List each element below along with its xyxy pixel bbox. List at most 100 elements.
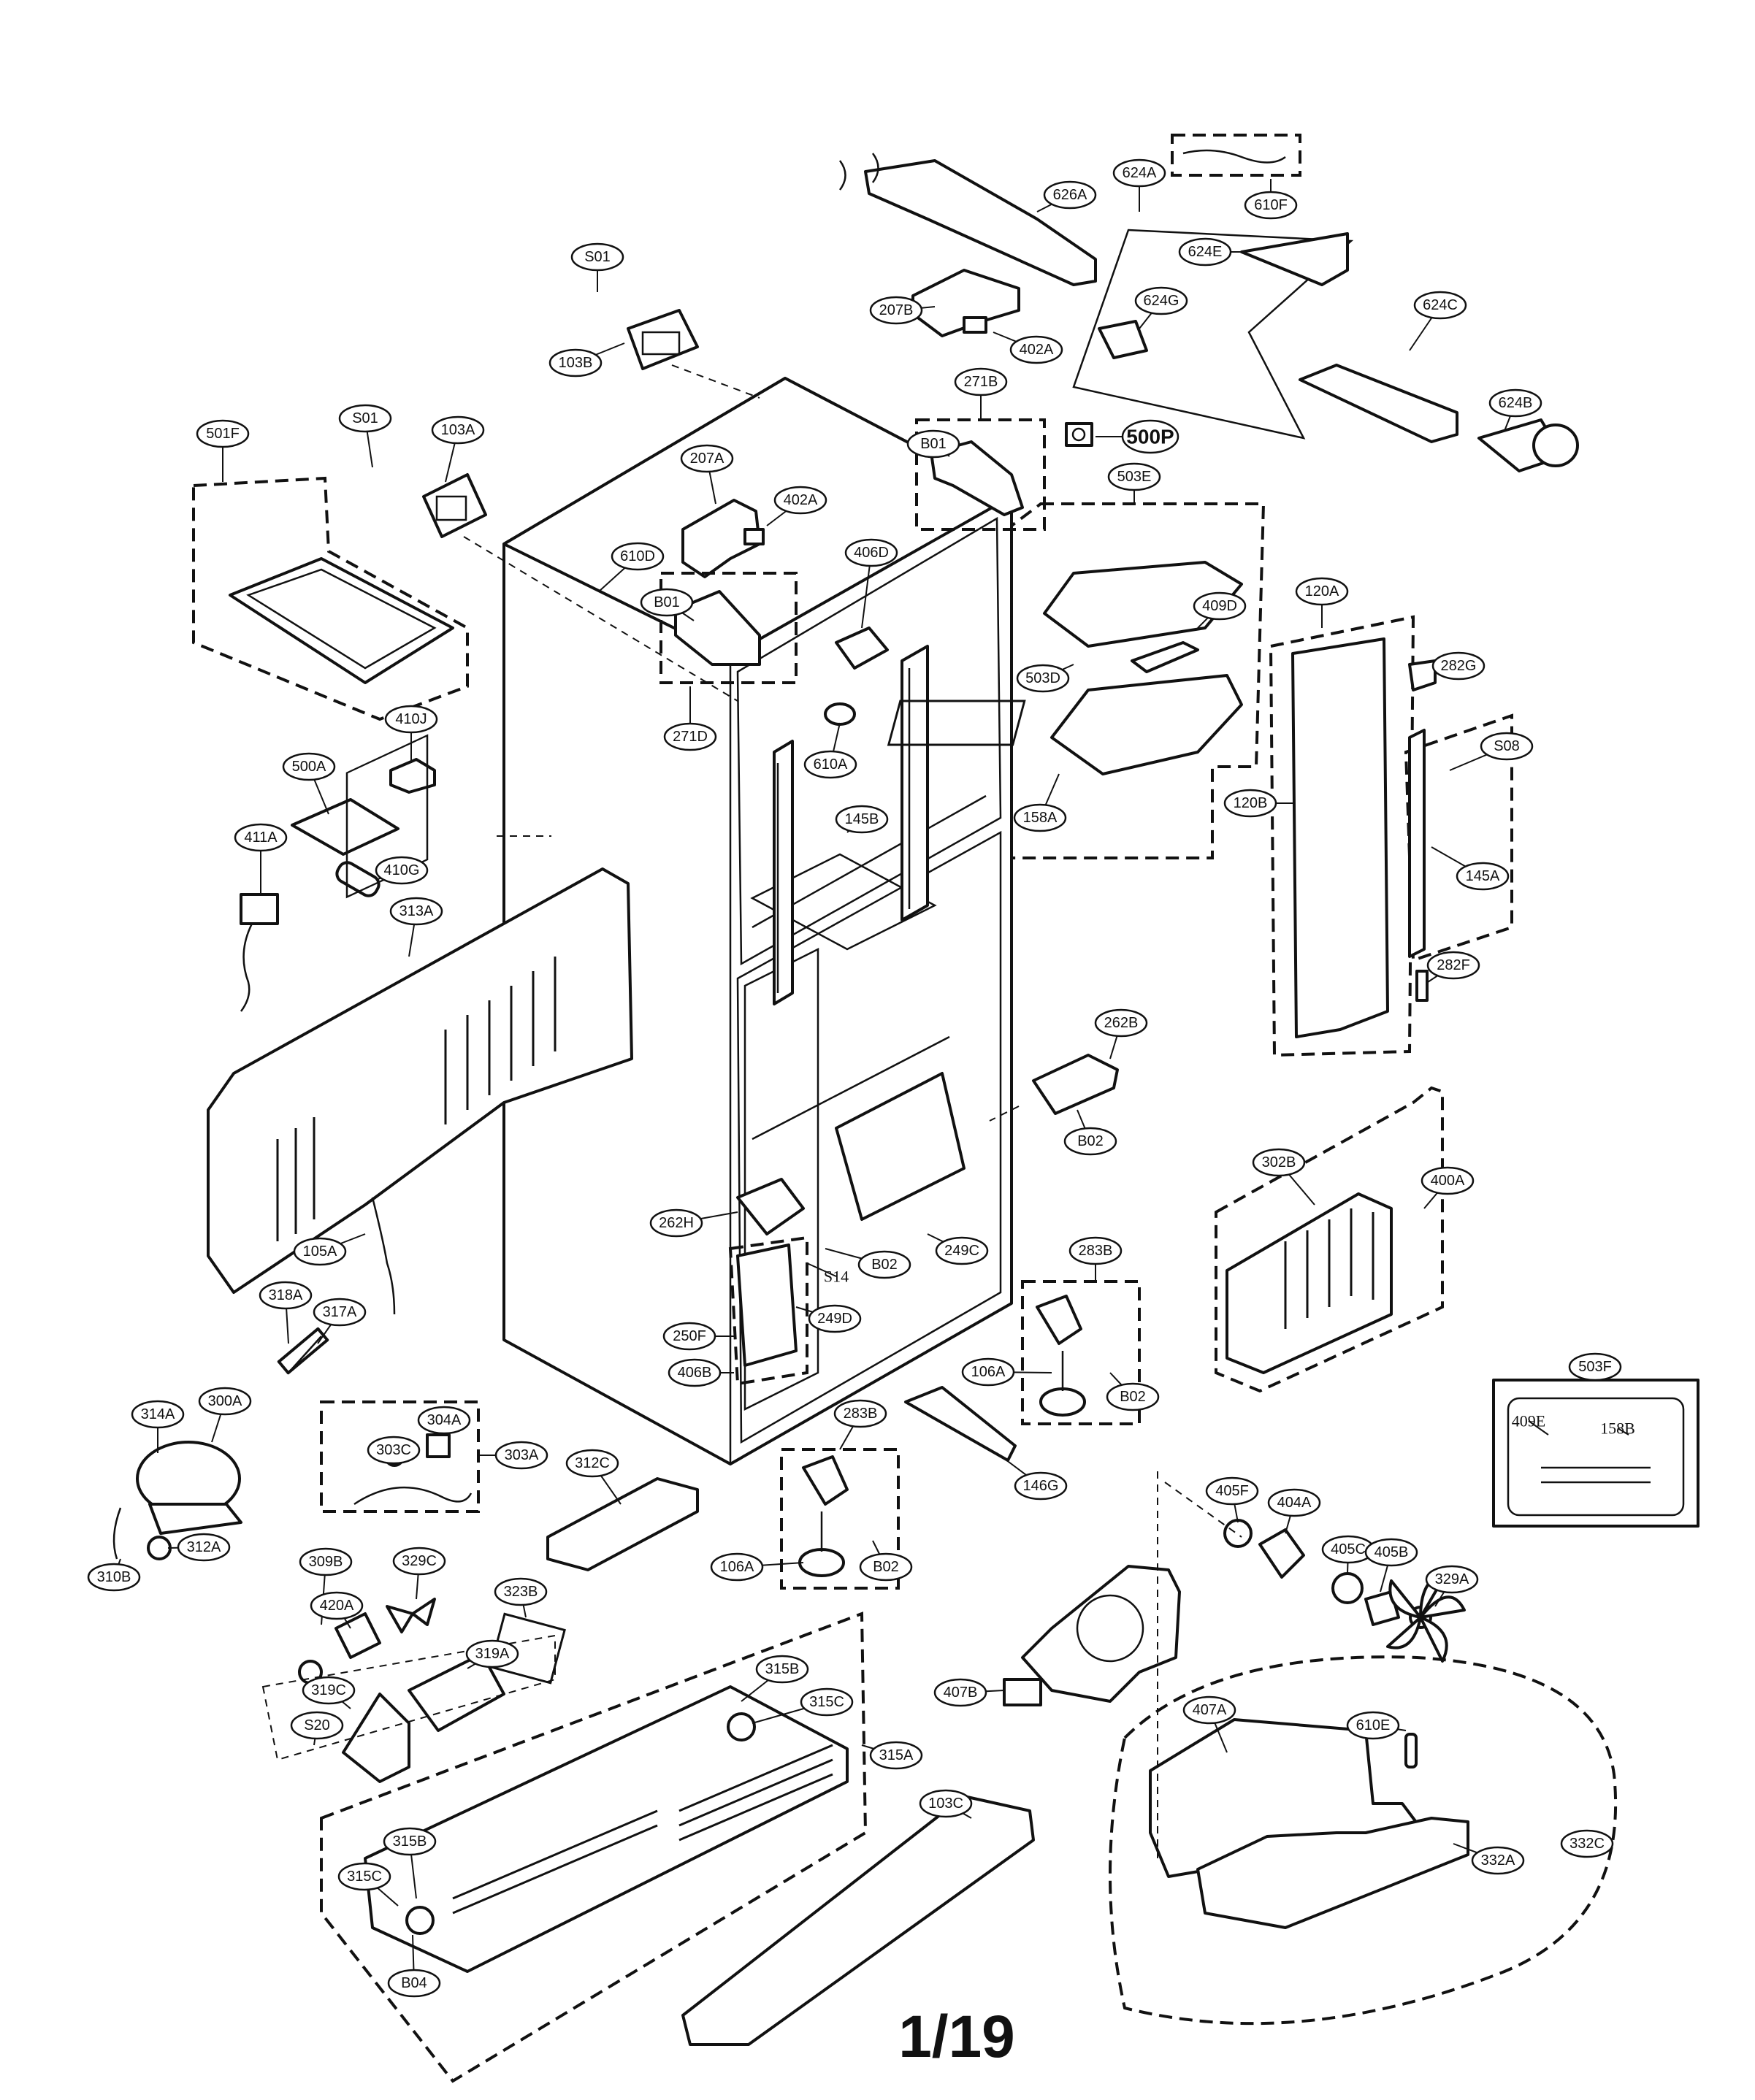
label-oval <box>680 444 734 473</box>
light-cover-501f <box>192 476 469 721</box>
label-text: 500P <box>1126 426 1174 448</box>
label-oval <box>755 1655 809 1684</box>
callout-626a: 626A <box>1036 180 1097 212</box>
callout-319a: 319A <box>465 1639 519 1669</box>
label-text: 145A <box>1466 868 1500 884</box>
label-text: 309B <box>309 1554 343 1570</box>
label-oval <box>417 1406 471 1435</box>
label-oval <box>710 1552 764 1582</box>
label-text: 405F <box>1215 1483 1249 1499</box>
label-text: 318A <box>269 1287 303 1303</box>
label-oval <box>1009 335 1063 364</box>
callout-314a: 314A <box>131 1400 185 1453</box>
callout-b02: B02 <box>1063 1109 1117 1156</box>
callout-624g: 624G <box>1134 286 1188 329</box>
label-oval <box>302 1676 356 1705</box>
label-text: 624A <box>1123 165 1157 181</box>
label-oval <box>961 1357 1015 1387</box>
label-oval <box>375 856 429 885</box>
leader-line <box>1617 1428 1629 1436</box>
label-text: 283B <box>1079 1243 1113 1259</box>
callout-s01: S01 <box>570 242 624 292</box>
callout-503e: 503E <box>1107 462 1161 504</box>
callout-158b: 158B <box>1600 1419 1635 1438</box>
label-oval <box>919 1789 973 1818</box>
label-text: 624C <box>1423 297 1458 313</box>
label-oval <box>431 415 485 445</box>
label-text: 319A <box>475 1646 510 1662</box>
callout-b02: B02 <box>1106 1372 1160 1411</box>
callout-b04: B04 <box>387 1934 441 1998</box>
callout-103c: 103C <box>919 1789 973 1819</box>
label-text: 271D <box>673 729 708 745</box>
callout-271b: 271B <box>954 367 1008 420</box>
callout-b02: B02 <box>859 1540 913 1582</box>
callout-315b: 315B <box>383 1827 437 1899</box>
callout-410g: 410G <box>375 856 429 885</box>
label-oval <box>640 588 694 617</box>
label-text: 250F <box>673 1328 706 1344</box>
callout-329c: 329C <box>392 1547 446 1600</box>
label-oval <box>313 1298 367 1327</box>
label-oval <box>1431 651 1486 681</box>
label-text: B01 <box>654 594 680 610</box>
label-text: 409D <box>1202 598 1237 614</box>
label-oval <box>565 1449 619 1478</box>
label-oval <box>1421 1166 1475 1195</box>
label-text: B02 <box>1120 1389 1146 1405</box>
label-oval <box>844 538 898 567</box>
callout-610a: 610A <box>803 722 857 779</box>
label-text: 303A <box>505 1447 539 1463</box>
callout-207a: 207A <box>680 444 734 505</box>
label-oval <box>1471 1846 1525 1875</box>
label-oval <box>1488 388 1542 418</box>
cover-103a <box>422 473 487 538</box>
label-text: 610F <box>1254 197 1288 213</box>
label-text: 249C <box>944 1243 979 1259</box>
callout-b02: B02 <box>825 1248 911 1279</box>
label-oval <box>337 1862 391 1891</box>
label-text: 407B <box>944 1685 978 1701</box>
callout-407a: 407A <box>1182 1695 1236 1753</box>
leader-line <box>1528 1420 1549 1436</box>
label-text: S01 <box>352 410 378 426</box>
label-oval <box>387 1969 441 1998</box>
water-tube-626a <box>838 153 1097 286</box>
label-text: 312A <box>187 1539 221 1555</box>
label-text: 405C <box>1331 1541 1366 1557</box>
label-text: B04 <box>401 1975 427 1991</box>
label-oval <box>1094 1008 1148 1038</box>
callout-283b: 283B <box>833 1399 887 1450</box>
callout-409e: 409E <box>1512 1412 1549 1436</box>
label-oval <box>196 419 250 448</box>
callout-106a: 106A <box>961 1357 1052 1387</box>
dryer-318a <box>277 1327 329 1375</box>
label-oval <box>800 1687 854 1717</box>
callout-103a: 103A <box>431 415 485 483</box>
callout-332a: 332A <box>1453 1843 1525 1875</box>
callout-402a: 402A <box>993 332 1063 364</box>
filter-assy-624a <box>1072 134 1579 472</box>
label-oval <box>299 1547 353 1576</box>
callout-120b: 120B <box>1223 789 1293 818</box>
label-oval <box>668 1358 722 1387</box>
label-oval <box>935 1236 989 1265</box>
label-oval <box>1134 286 1188 315</box>
label-oval <box>1121 419 1179 454</box>
callout-249d: 249D <box>795 1304 862 1333</box>
label-oval <box>234 823 288 852</box>
page-number: 1/19 <box>898 2004 1015 2070</box>
callout-400a: 400A <box>1421 1166 1475 1209</box>
hinge-271b <box>915 418 1093 531</box>
label-text: 400A <box>1431 1173 1465 1189</box>
label-text: 319C <box>311 1682 346 1698</box>
bracket-406d <box>835 626 889 670</box>
callout-318a: 318A <box>259 1281 313 1344</box>
label-oval <box>290 1711 344 1740</box>
label-oval <box>1413 291 1467 320</box>
label-oval <box>494 1577 548 1606</box>
label-oval <box>1178 237 1232 267</box>
callout-249c: 249C <box>927 1233 989 1265</box>
callout-282f: 282F <box>1426 951 1480 983</box>
holder-319c <box>342 1693 410 1783</box>
